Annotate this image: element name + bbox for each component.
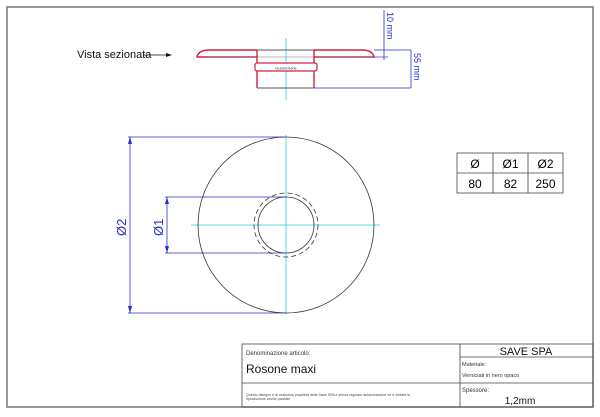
dimension-table: Ø Ø1 Ø2 80 82 250: [456, 152, 564, 194]
gasket: [254, 62, 318, 72]
article-name: Rosone maxi: [246, 362, 316, 376]
dim-d2-label: Ø2: [114, 219, 129, 236]
flange-left: [196, 49, 257, 58]
thickness-label: Spessore:: [462, 388, 489, 394]
gasket-label: Guarnizione: [275, 66, 297, 71]
table-value: 250: [535, 177, 555, 191]
thickness-value: 1,2mm: [505, 396, 536, 407]
dim-10mm-label: 10 mm: [385, 12, 395, 40]
plan-view: Ø2 Ø1: [114, 135, 380, 314]
flange-right: [314, 49, 375, 58]
company-name: SAVE SPA: [500, 346, 553, 358]
table-header: Ø1: [502, 157, 518, 171]
arrow-head-icon: [166, 53, 172, 57]
dim-d1-label: Ø1: [151, 219, 166, 236]
hidden-circle: [253, 192, 319, 258]
table-value: 80: [468, 177, 482, 191]
arrow-icon: [165, 246, 169, 253]
arrow-icon: [165, 197, 169, 204]
title-block: Denominazione articolo: Rosone maxi Ques…: [241, 343, 594, 408]
ownership-notice: Questo disegno è di esclusiva proprietà …: [246, 393, 410, 397]
material-value: Verniciati in nero opaco: [462, 373, 519, 379]
dim-55mm-label: 55 mm: [412, 53, 422, 81]
section-view: Vista sezionata Guarnizione 10 mm 55 mm: [77, 10, 422, 100]
arrow-icon: [128, 137, 132, 144]
table-value: 82: [504, 177, 518, 191]
ownership-notice-2: riproduzione anche parziale.: [246, 397, 291, 401]
table-header: Ø2: [537, 157, 553, 171]
name-label: Denominazione articolo:: [246, 351, 311, 357]
material-label: Materiale:: [462, 362, 487, 368]
arrow-icon: [128, 306, 132, 313]
table-header: Ø: [470, 157, 479, 171]
section-view-label: Vista sezionata: [77, 49, 152, 61]
